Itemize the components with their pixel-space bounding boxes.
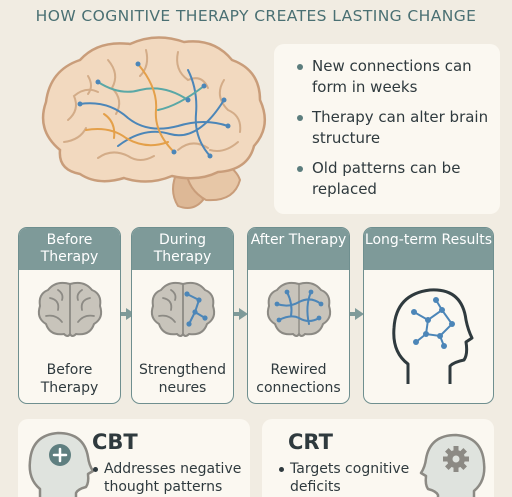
stage-before-therapy: Before Therapy Before Therapy bbox=[18, 227, 121, 404]
cbt-card: CBT Addresses negative thought patterns bbox=[18, 419, 250, 497]
stage-caption: Before Therapy bbox=[40, 362, 99, 396]
card-title: CRT bbox=[288, 430, 333, 454]
card-text: Addresses negative thought patterns bbox=[92, 460, 246, 496]
card-text: Targets cognitive deficits bbox=[278, 460, 418, 496]
stage-header: Before Therapy bbox=[19, 228, 120, 270]
facts-panel: New connections can form in weeks Therap… bbox=[274, 44, 500, 214]
arrow-icon bbox=[234, 308, 248, 320]
brain-icon bbox=[150, 281, 215, 337]
stage-after-therapy: After Therapy Rewired connections bbox=[247, 227, 350, 404]
brain-icon bbox=[37, 281, 102, 337]
card-title: CBT bbox=[92, 430, 138, 454]
fact-item: New connections can form in weeks bbox=[288, 56, 492, 98]
head-gear-icon bbox=[419, 433, 486, 497]
fact-item: Therapy can alter brain structure bbox=[288, 107, 492, 149]
stage-header: After Therapy bbox=[248, 228, 349, 270]
stage-caption: Strengthend neures bbox=[139, 362, 226, 396]
stage-header: During Therapy bbox=[132, 228, 233, 270]
head-network-icon bbox=[392, 288, 474, 384]
arrow-icon bbox=[350, 308, 364, 320]
stage-long-term-results: Long-term Results bbox=[363, 227, 494, 404]
page-title: HOW COGNITIVE THERAPY CREATES LASTING CH… bbox=[35, 7, 477, 25]
stage-header: Long-term Results bbox=[364, 228, 493, 270]
stage-during-therapy: During Therapy Strengthend neures bbox=[131, 227, 234, 404]
brain-network-illustration bbox=[41, 36, 267, 209]
head-plus-icon bbox=[28, 431, 95, 497]
fact-item: Old patterns can be replaced bbox=[288, 158, 492, 200]
stage-caption: Rewired connections bbox=[256, 362, 341, 396]
brain-icon bbox=[266, 281, 331, 337]
arrow-icon bbox=[121, 308, 135, 320]
crt-card: CRT Targets cognitive deficits bbox=[262, 419, 494, 497]
